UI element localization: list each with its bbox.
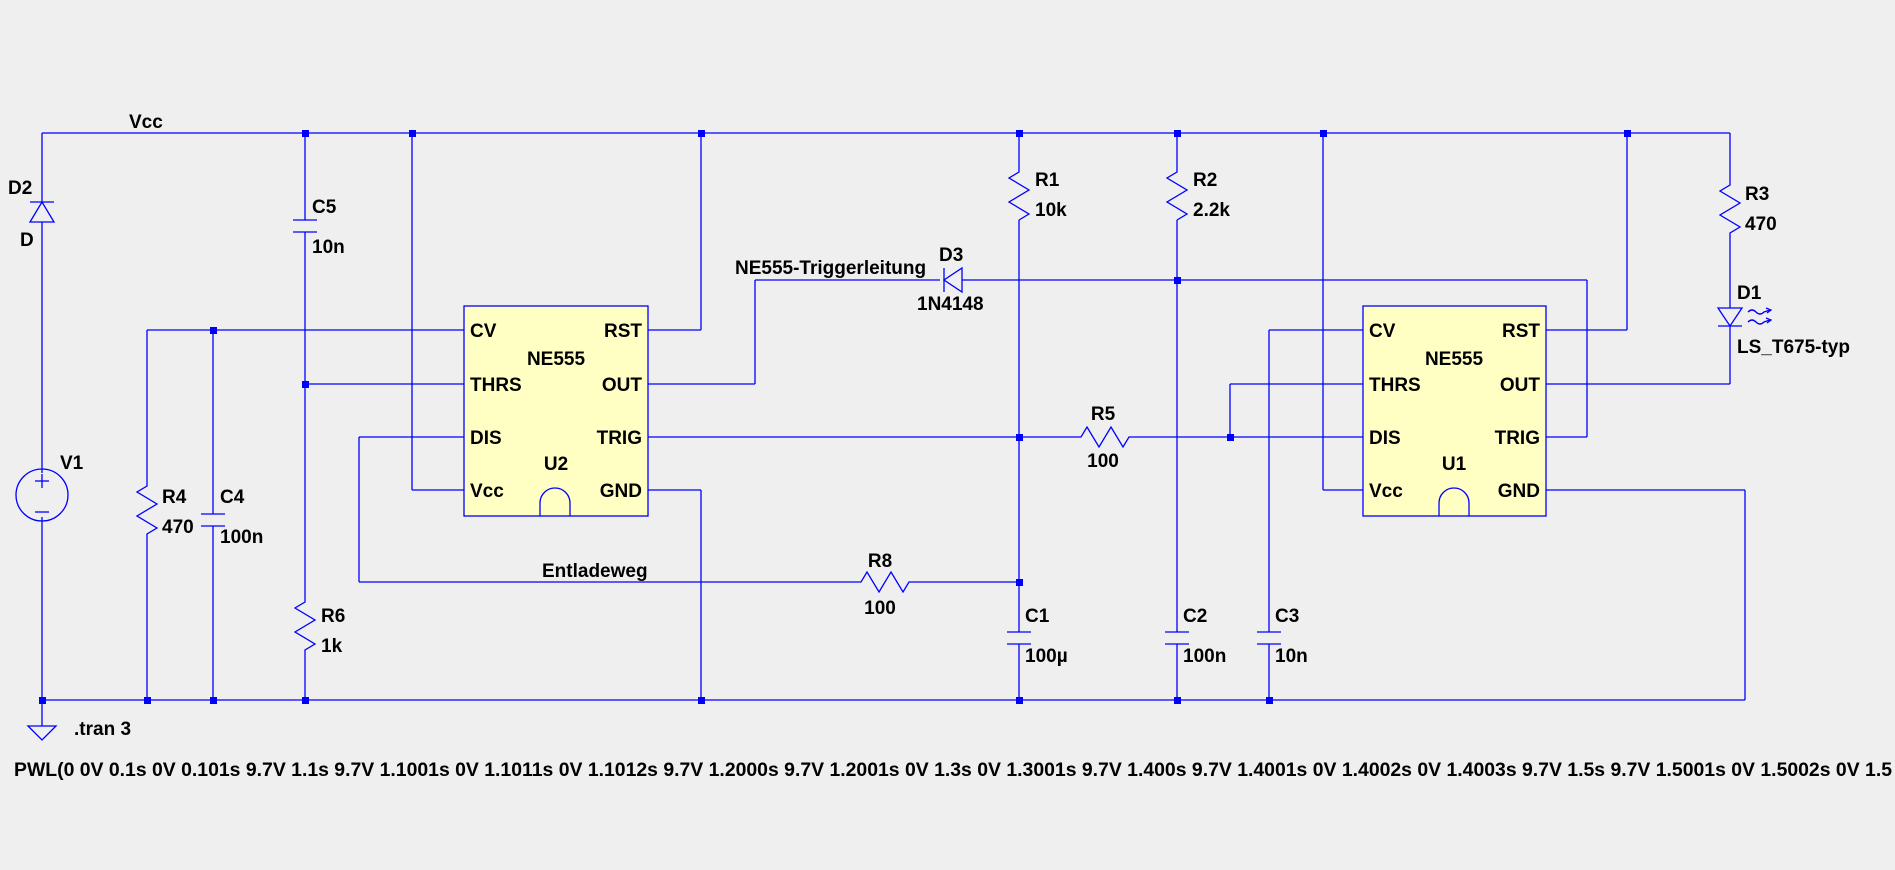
chip-u2[interactable]: CV RST NE555 THRS OUT DIS TRIG U2 Vcc GN… (463, 305, 649, 517)
c1-ref: C1 (1025, 606, 1050, 627)
r4-value: 470 (162, 517, 194, 538)
c5-value: 10n (312, 237, 345, 258)
net-label-discharge-path: Entladeweg (542, 561, 648, 582)
u2-pin-gnd: GND (600, 481, 642, 502)
r1-ref: R1 (1035, 170, 1060, 191)
u2-ref: U2 (544, 454, 568, 475)
u1-pin-out: OUT (1500, 375, 1541, 396)
voltage-source-v1[interactable]: V1 (15, 453, 84, 522)
c3-ref: C3 (1275, 606, 1299, 627)
r2-value: 2.2k (1193, 200, 1230, 221)
r8-value: 100 (864, 598, 896, 619)
c2-ref: C2 (1183, 606, 1207, 627)
r2-ref: R2 (1193, 170, 1217, 191)
c1-value: 100µ (1025, 646, 1068, 667)
u2-pin-trig: TRIG (597, 428, 642, 449)
u2-pin-rst: RST (604, 321, 642, 342)
c4-ref: C4 (220, 487, 245, 508)
net-label-vcc: Vcc (129, 112, 163, 133)
d3-value: 1N4148 (917, 294, 984, 315)
c4-value: 100n (220, 527, 263, 548)
capacitor-c1[interactable]: C1 100µ (1007, 606, 1068, 667)
r3-value: 470 (1745, 214, 1777, 235)
d3-ref: D3 (939, 245, 963, 266)
pwl-source-text: PWL(0 0V 0.1s 0V 0.101s 9.7V 1.1s 9.7V 1… (14, 760, 1892, 781)
r6-ref: R6 (321, 606, 345, 627)
junction-dots (39, 130, 1631, 704)
u1-ref: U1 (1442, 454, 1467, 475)
diode-d3[interactable]: D3 1N4148 (917, 245, 984, 315)
ground-symbol (26, 725, 58, 741)
spice-directive-tran: .tran 3 (74, 719, 131, 740)
u1-pin-trig: TRIG (1495, 428, 1540, 449)
r5-value: 100 (1087, 451, 1119, 472)
c5-ref: C5 (312, 197, 337, 218)
u1-pin-thrs: THRS (1369, 375, 1421, 396)
d1-ref: D1 (1737, 283, 1762, 304)
d2-ref: D2 (8, 178, 32, 199)
u1-pin-rst: RST (1502, 321, 1540, 342)
u1-type: NE555 (1425, 349, 1484, 370)
d1-value: LS_T675-typ (1737, 337, 1850, 358)
r4-ref: R4 (162, 487, 187, 508)
resistor-r8[interactable]: R8 100 (855, 551, 915, 619)
u1-pin-vcc: Vcc (1369, 481, 1403, 502)
r5-ref: R5 (1091, 404, 1116, 425)
resistor-r5[interactable]: R5 100 (1075, 404, 1135, 472)
capacitor-c4[interactable]: C4 100n (201, 487, 263, 548)
r6-value: 1k (321, 636, 343, 657)
resistor-r6[interactable]: R6 1k (293, 596, 345, 657)
diode-d2[interactable]: D2 D (8, 178, 56, 251)
u2-pin-cv: CV (470, 321, 497, 342)
resistor-r3[interactable]: R3 470 (1718, 179, 1777, 239)
r3-ref: R3 (1745, 184, 1769, 205)
u1-pin-dis: DIS (1369, 428, 1401, 449)
c2-value: 100n (1183, 646, 1226, 667)
r8-ref: R8 (868, 551, 892, 572)
led-d1[interactable]: D1 LS_T675-typ (1716, 283, 1850, 358)
u2-pin-thrs: THRS (470, 375, 522, 396)
d2-value: D (20, 230, 34, 251)
u2-type: NE555 (527, 349, 586, 370)
resistor-r4[interactable]: R4 470 (135, 480, 194, 540)
u2-pin-vcc: Vcc (470, 481, 504, 502)
net-label-trigger-line: NE555-Triggerleitung (735, 258, 926, 279)
r1-value: 10k (1035, 200, 1067, 221)
u1-pin-gnd: GND (1498, 481, 1540, 502)
capacitor-c5[interactable]: C5 10n (293, 197, 345, 258)
u2-pin-out: OUT (602, 375, 643, 396)
u2-pin-dis: DIS (470, 428, 502, 449)
u1-pin-cv: CV (1369, 321, 1396, 342)
chip-u1[interactable]: CV RST NE555 THRS OUT DIS TRIG U1 Vcc GN… (1362, 305, 1547, 517)
resistor-r2[interactable]: R2 2.2k (1165, 166, 1230, 221)
capacitor-c3[interactable]: C3 10n (1257, 606, 1308, 667)
capacitor-c2[interactable]: C2 100n (1165, 606, 1226, 667)
c3-value: 10n (1275, 646, 1308, 667)
resistor-r1[interactable]: R1 10k (1007, 166, 1067, 221)
v1-ref: V1 (60, 453, 84, 474)
wires (41, 132, 1746, 726)
